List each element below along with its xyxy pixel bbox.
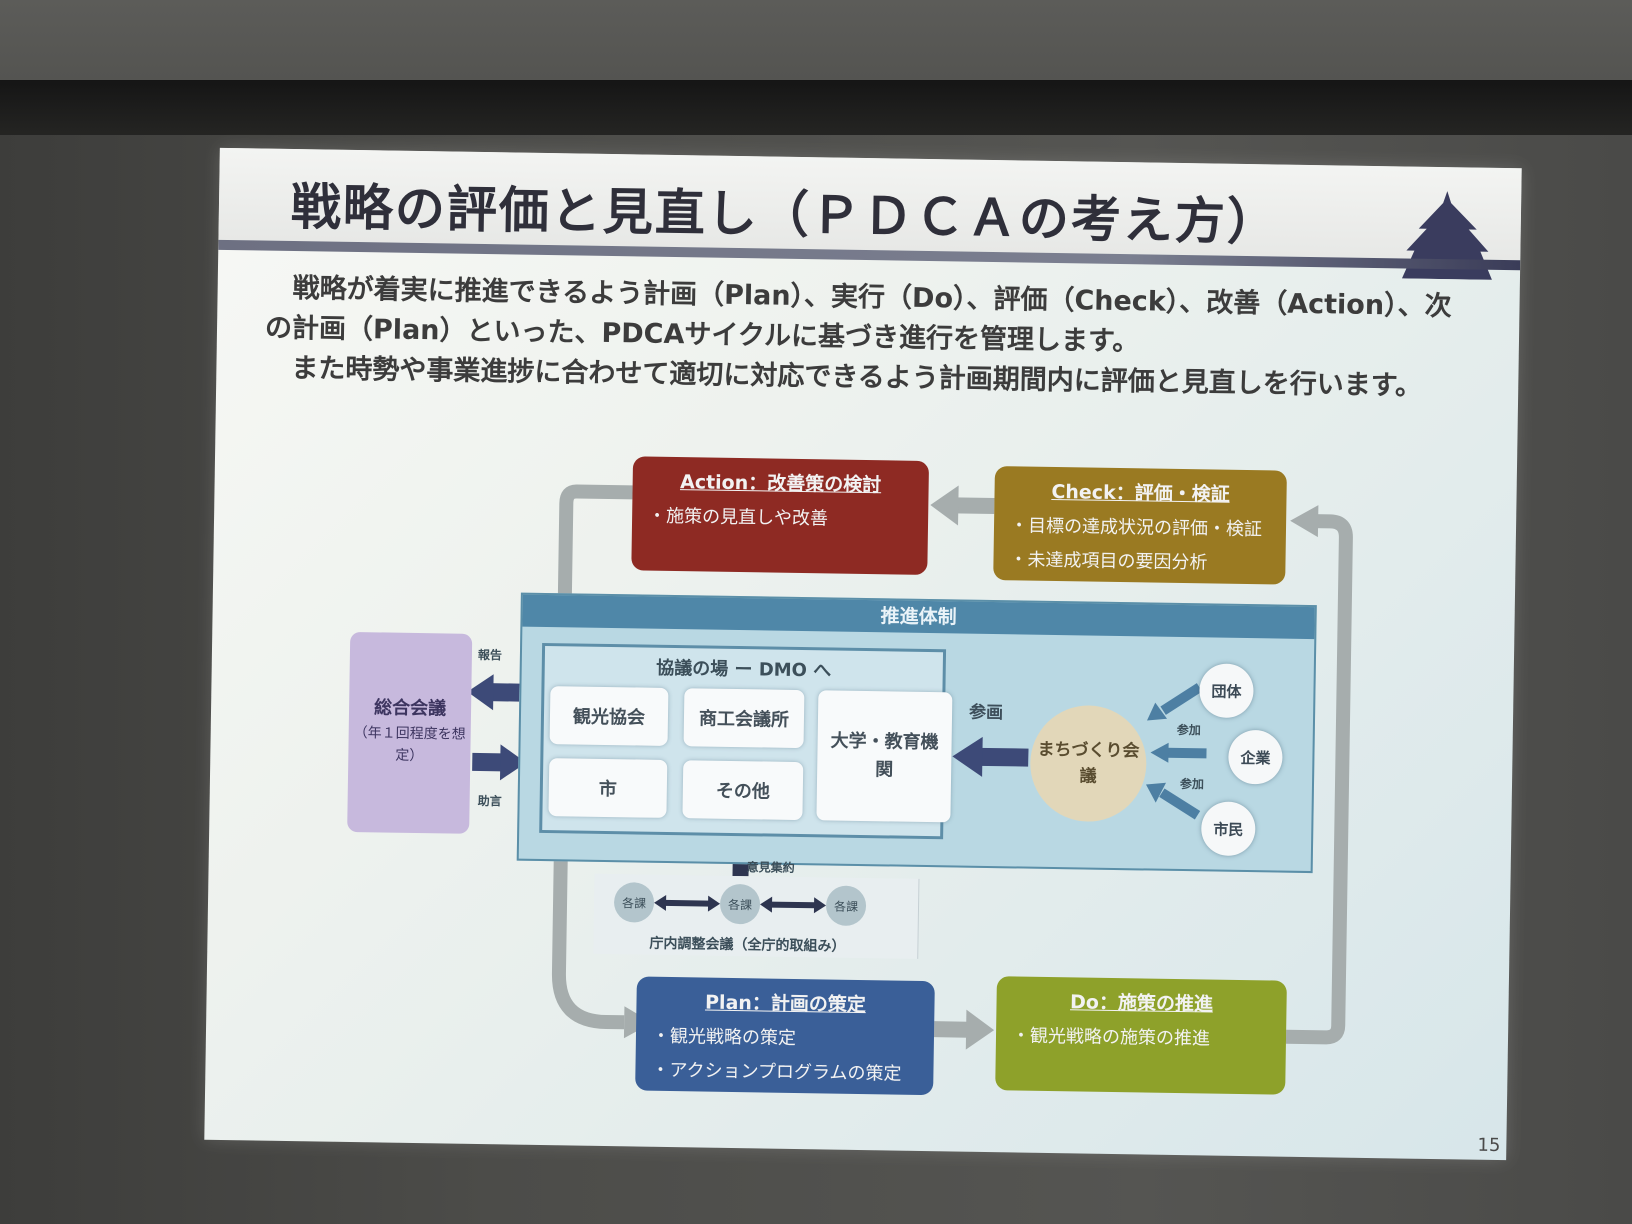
general-assembly-box: 総合会議 （年１回程度を想定）	[347, 631, 473, 834]
member-other: その他	[682, 760, 804, 821]
arrow-plan-to-do-head	[965, 1009, 995, 1050]
title-band: 戦略の評価と見直し（ＰＤＣＡの考え方）	[218, 147, 1522, 280]
loop-arrow-do-to-check-head	[1290, 505, 1319, 538]
check-item: ・未達成項目の要因分析	[1009, 549, 1208, 574]
action-box: Action：改善策の検討 ・施策の見直しや改善	[631, 456, 930, 575]
opinion-collection-label: 意見集約	[746, 860, 795, 875]
plan-item: ・アクションプログラムの策定	[651, 1059, 902, 1085]
internal-coordination-area: 各課 各課 各課 庁内調整会議（全庁的取組み）	[593, 873, 920, 959]
council-heading: 協議の場 ー DMO へ	[656, 657, 832, 682]
advice-label: 助言	[477, 793, 502, 809]
member-tourism-association: 観光協会	[549, 686, 669, 746]
plan-heading: Plan：計画の策定	[704, 991, 867, 1017]
town-development-meeting: まちづくり会議	[1029, 704, 1148, 823]
participation-arrow	[952, 736, 1029, 777]
action-heading: Action：改善策の検討	[679, 471, 882, 497]
council-box: 協議の場 ー DMO へ 観光協会 商工会議所 大学・教育機関 市 その他	[539, 642, 953, 840]
member-university: 大学・教育機関	[816, 690, 953, 823]
participation-label: 参画	[968, 702, 1004, 724]
do-box: Do：施策の推進 ・観光戦略の施策の推進	[995, 976, 1287, 1095]
assembly-name: 総合会議	[373, 697, 447, 720]
department-exchange-arrows	[654, 894, 827, 914]
page-number: 15	[1477, 1134, 1501, 1157]
do-item: ・観光戦略の施策の推進	[1011, 1025, 1211, 1050]
join-label: 参加	[1179, 776, 1205, 792]
internal-coordination-caption: 庁内調整会議（全庁的取組み）	[649, 935, 846, 955]
arrow-advice-head	[499, 744, 527, 781]
arrow-check-to-action-head	[930, 485, 959, 526]
report-label: 報告	[477, 647, 503, 663]
do-heading: Do：施策の推進	[1069, 991, 1214, 1016]
arrow-plan-to-do	[933, 1021, 969, 1038]
loop-arrow-do-to-check	[1285, 514, 1353, 1045]
participant-companies: 企業	[1228, 729, 1283, 785]
participant-citizens: 市民	[1200, 801, 1256, 857]
castle-logo-icon	[1401, 191, 1492, 280]
assembly-note: （年１回程度を想定）	[353, 725, 466, 765]
check-heading: Check：評価・検証	[1051, 480, 1230, 506]
check-box: Check：評価・検証 ・目標の達成状況の評価・検証 ・未達成項目の要因分析	[993, 466, 1287, 585]
projector-screen-frame	[0, 80, 1632, 140]
plan-box: Plan：計画の策定 ・観光戦略の策定 ・アクションプログラムの策定	[635, 976, 935, 1096]
slide: 戦略の評価と見直し（ＰＤＣＡの考え方） 戦略が着実に推進できるよう計画（Plan…	[204, 147, 1522, 1161]
join-arrows	[1145, 683, 1207, 820]
member-chamber-of-commerce: 商工会議所	[683, 688, 805, 749]
arrow-check-to-action	[954, 497, 995, 515]
loop-arrow-action-to-plan	[551, 484, 633, 1030]
department-circle: 各課	[613, 882, 655, 923]
arrow-report-head	[467, 674, 494, 711]
action-item: ・施策の見直しや改善	[647, 505, 829, 530]
plan-item: ・観光戦略の策定	[651, 1025, 797, 1049]
promotion-system-box: 推進体制 協議の場 ー DMO へ 観光協会 商工会議所 大学・教育機関 市 そ…	[516, 592, 1317, 874]
member-city: 市	[548, 758, 668, 818]
check-item: ・目標の達成状況の評価・検証	[1009, 515, 1263, 541]
wall	[0, 0, 1632, 80]
join-label: 参加	[1176, 722, 1201, 738]
